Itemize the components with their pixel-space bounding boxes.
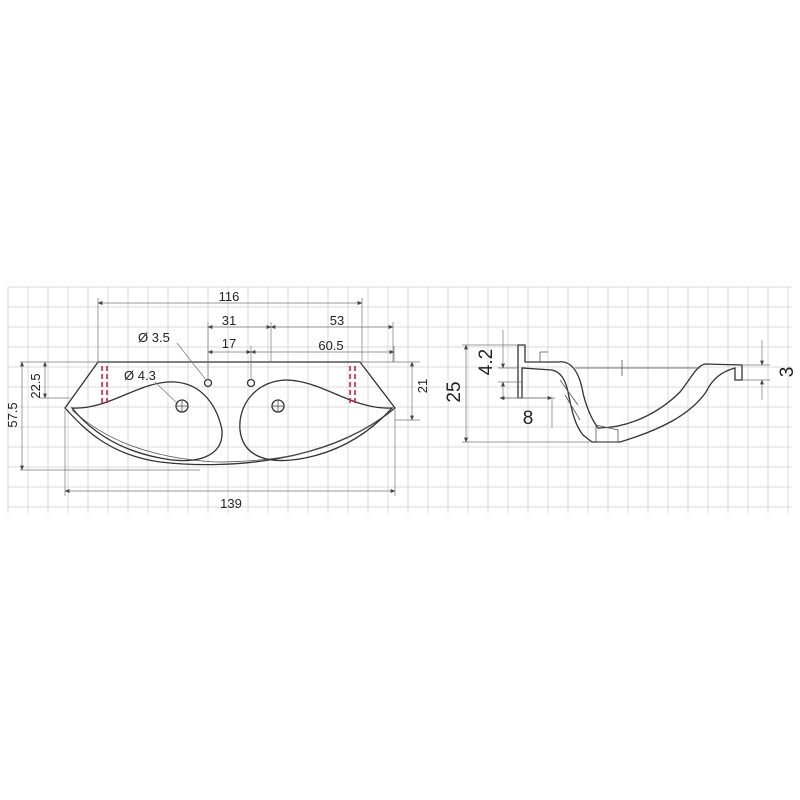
grid-background: [7, 286, 792, 513]
top-view: 116 31 53 17 60.5 Ø 3.5 Ø 4.3 139 22.5 5…: [5, 289, 430, 511]
dim-depth-right: 21: [415, 379, 430, 393]
dim-tap-spacing: 17: [222, 336, 236, 351]
dim-total-depth: 57.5: [5, 402, 20, 427]
right-tap-hole: [246, 378, 256, 388]
section-view: 25 4.2 8 3: [444, 330, 798, 443]
left-bowl: [70, 381, 223, 462]
basin-outline: [64, 361, 396, 466]
label-tap-hole: Ø 3.5: [138, 330, 170, 345]
dim-right-spacing: 53: [330, 313, 344, 328]
dim-section-height: 25: [444, 381, 465, 402]
dim-overall-width: 116: [219, 289, 240, 304]
left-fixing-marker: [101, 366, 108, 406]
basin-inner-edge: [71, 409, 393, 463]
dim-right-offset: 60.5: [318, 338, 343, 353]
dim-section-rim: 4.2: [476, 349, 497, 375]
dim-section-lip: 3: [777, 367, 798, 378]
dim-depth-left: 22.5: [28, 373, 43, 398]
dim-left-spacing: 31: [222, 313, 236, 328]
label-drain-hole: Ø 4.3: [124, 368, 156, 383]
dim-bottom-width: 139: [220, 496, 242, 511]
right-fixing-marker: [349, 366, 356, 406]
right-bowl: [239, 379, 394, 462]
dim-section-wall: 8: [523, 408, 534, 429]
section-profile: [517, 344, 743, 443]
